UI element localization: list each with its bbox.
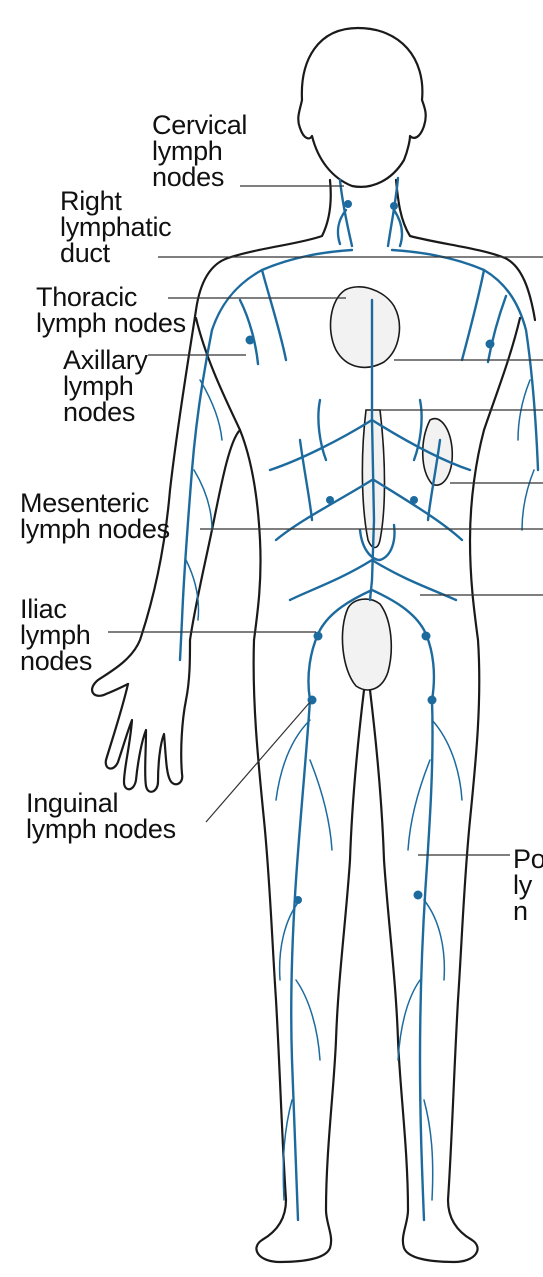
label-popliteal-lymph-nodes: Po ly n [513,846,543,924]
label-cervical-lymph-nodes: Cervical lymph nodes [152,112,247,190]
organs [330,287,452,690]
inguinal-node [428,696,437,705]
iliac-node [314,632,323,641]
bladder [342,599,391,690]
label-iliac-lymph-nodes: Iliac lymph nodes [20,596,92,674]
leader-inguinal [206,702,310,822]
label-mesenteric-lymph-nodes: Mesenteric lymph nodes [20,490,170,542]
mesenteric-node [410,496,418,504]
iliac-node [422,632,431,641]
label-axillary-lymph-nodes: Axillary lymph nodes [63,347,148,425]
mesenteric-node [326,496,334,504]
popliteal-node [414,891,423,900]
cervical-node [344,200,352,208]
axillary-node [486,340,495,349]
label-inguinal-lymph-nodes: Inguinal lymph nodes [26,790,176,842]
popliteal-node [294,896,302,904]
cervical-node [390,202,398,210]
heart [330,287,399,367]
axillary-node [246,336,255,345]
label-thoracic-lymph-nodes: Thoracic lymph nodes [36,284,186,336]
label-right-lymphatic-duct: Right lymphatic duct [60,188,171,266]
